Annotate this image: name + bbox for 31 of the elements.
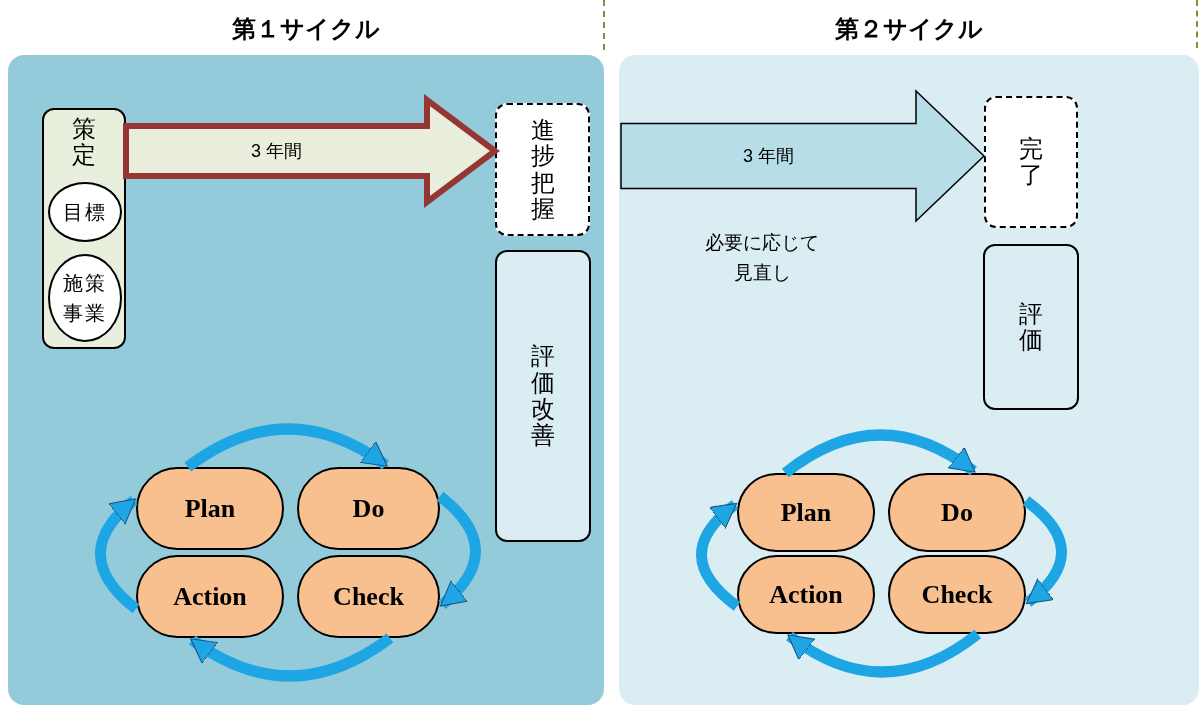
cycle-arrow — [696, 500, 741, 611]
pdca-pill: Action — [737, 555, 875, 634]
pdca-pill: Action — [136, 555, 284, 638]
cycle-heading: 第１サイクル — [232, 14, 380, 44]
cycle-heading: 第２サイクル — [835, 14, 983, 44]
item-ellipse: 施策事業 — [48, 254, 122, 342]
rounded-box: 評価 — [983, 244, 1079, 410]
pdca-pill: Check — [297, 555, 440, 638]
cycle-arrow — [782, 429, 977, 478]
dashed-box: 完了 — [984, 96, 1078, 228]
cycle-arrow — [436, 491, 481, 609]
edge-label: 3 年間 — [251, 139, 302, 163]
cycle-arrow — [95, 496, 140, 614]
pdca-pill: Check — [888, 555, 1026, 634]
cycle-arrow — [189, 633, 394, 682]
note-text: 必要に応じて見直し — [704, 231, 820, 286]
block-arrow — [620, 89, 986, 223]
cycle-arrow — [1022, 496, 1067, 607]
pdca-pill: Plan — [136, 467, 284, 550]
edge-label: 3 年間 — [743, 144, 794, 168]
cycle-arrow — [786, 629, 981, 678]
rounded-box: 評価改善 — [495, 250, 591, 542]
pdca-pill: Plan — [737, 473, 875, 552]
pdca-pill: Do — [297, 467, 440, 550]
dashed-box: 進捗把握 — [495, 103, 590, 236]
block-arrow — [123, 94, 500, 208]
item-ellipse: 目標 — [48, 182, 122, 242]
pdca-pill: Do — [888, 473, 1026, 552]
plan-group-box — [42, 108, 126, 349]
group-heading: 策定 — [72, 116, 96, 169]
cycle-arrow — [184, 423, 389, 472]
